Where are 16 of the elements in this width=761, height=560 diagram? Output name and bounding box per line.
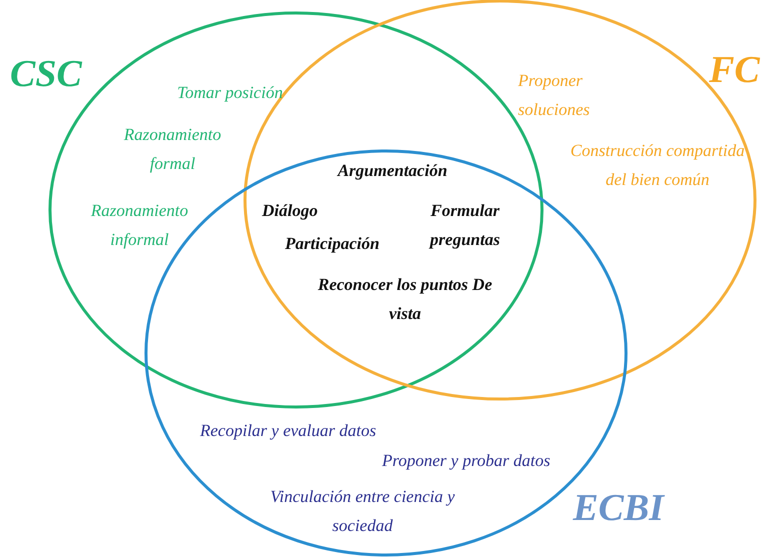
- region-label: Tomar posición: [176, 82, 284, 104]
- region-label: Proponer y probar datos: [382, 450, 552, 472]
- region-label: Vinculación entre ciencia y sociedad: [269, 486, 456, 537]
- region-label: Proponer soluciones: [518, 70, 591, 121]
- region-label: Construcción compartida del bien común: [569, 140, 746, 191]
- region-label: Diálogo: [262, 200, 319, 222]
- region-label: Recopilar y evaluar datos: [200, 420, 378, 442]
- region-label: Razonamiento informal: [90, 200, 190, 251]
- region-label: Reconocer los puntos De vista: [316, 274, 494, 325]
- region-label: Formular preguntas: [428, 200, 501, 251]
- region-label: Argumentación: [336, 160, 448, 182]
- region-label: Razonamiento formal: [122, 124, 222, 175]
- set-heading: ECBI: [573, 488, 664, 528]
- region-label: Participación: [285, 233, 380, 255]
- set-heading: FC: [709, 50, 760, 90]
- set-heading: CSC: [10, 54, 82, 94]
